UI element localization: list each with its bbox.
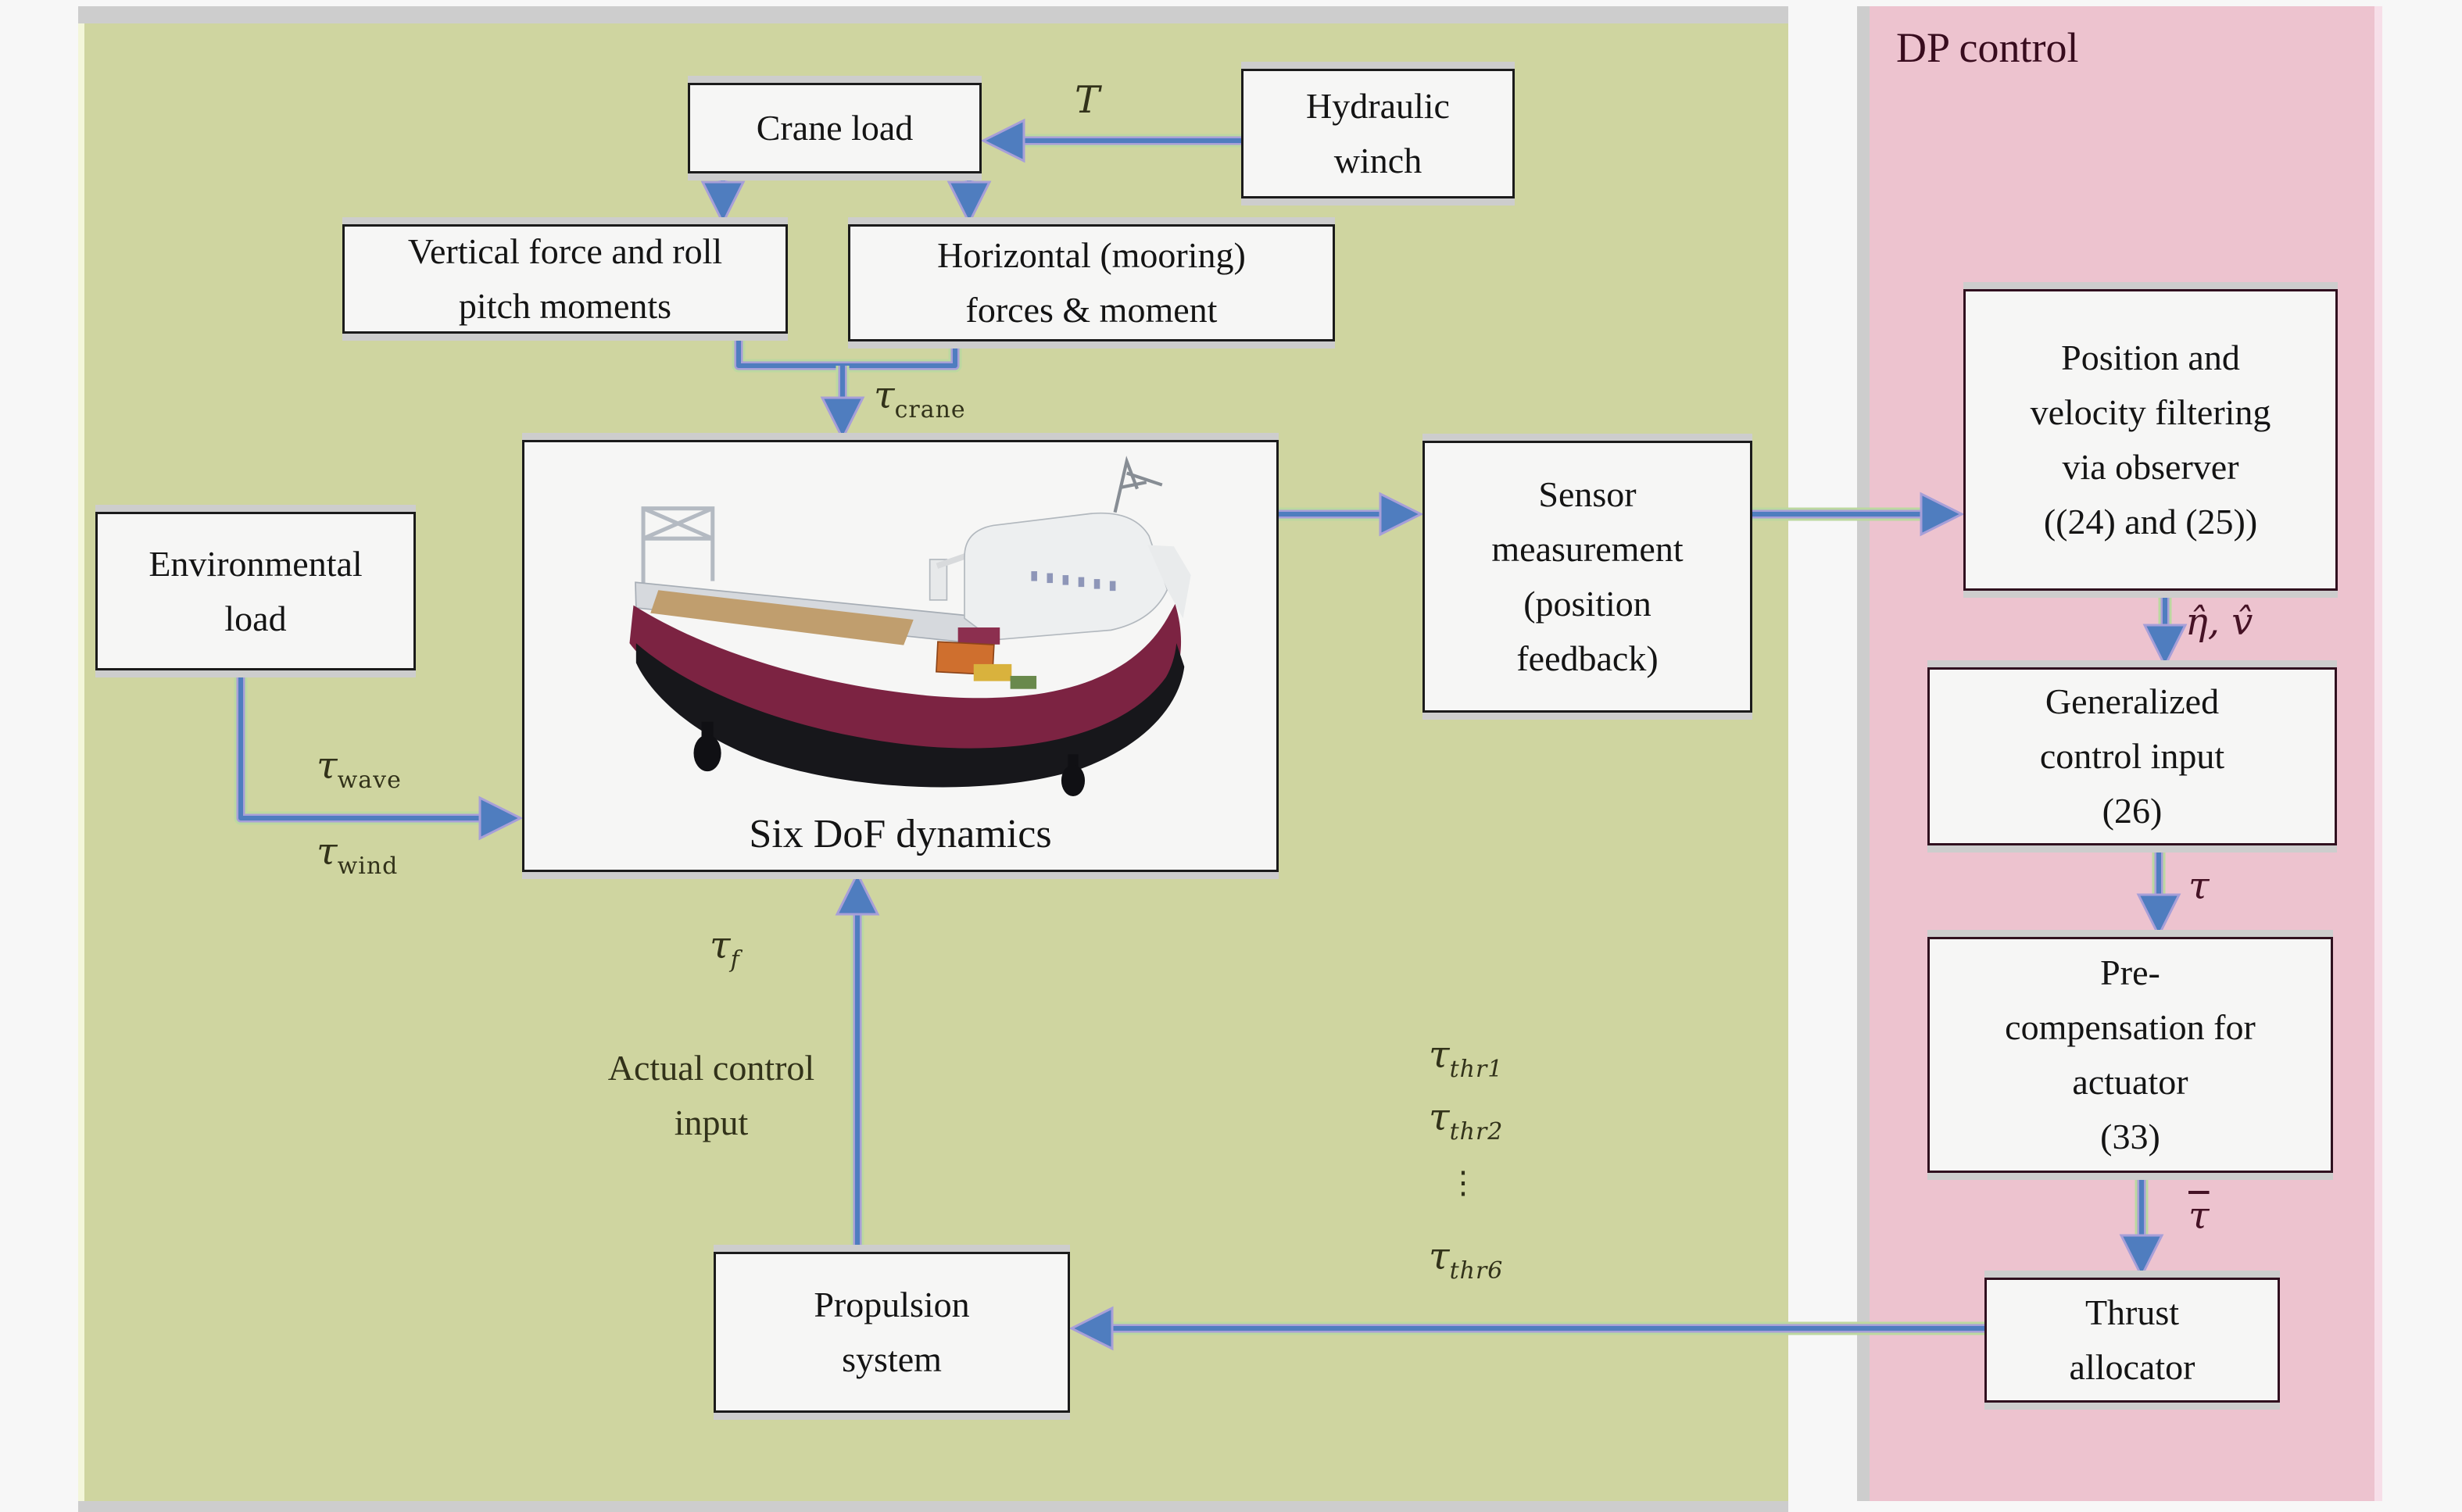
edge-label-actual-control-input: Actual control input — [607, 1048, 815, 1142]
block-crane-load-label: Crane load — [756, 108, 914, 148]
edge-label-vdots: ⋮ — [1447, 1165, 1479, 1201]
edge-label-tau-wind: τwind — [317, 830, 399, 880]
block-propulsion-system-label: Propulsion system — [814, 1285, 970, 1379]
block-hydraulic-winch: Hydraulic winch — [1241, 69, 1515, 198]
pink-panel-left-shadow — [1857, 6, 1870, 1501]
ship-cargo-icon — [936, 627, 1037, 689]
arrow-forces-to-sixdof — [732, 334, 962, 441]
block-position-filtering: Position and velocity filtering via obse… — [1963, 289, 2338, 591]
arrow-generalized-to-precomp — [2136, 845, 2181, 938]
edge-label-T: T — [1075, 78, 1100, 122]
ship-aframe-icon — [641, 506, 715, 584]
block-sensor-measurement-label: Sensor measurement (position feedback) — [1491, 474, 1684, 678]
ship-illustration — [572, 447, 1229, 804]
block-sensor-measurement: Sensor measurement (position feedback) — [1422, 441, 1752, 713]
block-position-filtering-label: Position and velocity filtering via obse… — [2030, 338, 2271, 542]
green-panel-bottom-shadow — [78, 1501, 1788, 1512]
edge-label-tau-wave: τwave — [317, 744, 402, 794]
block-six-dof-label: Six DoF dynamics — [749, 812, 1052, 856]
arrow-sixdof-to-sensor — [1279, 491, 1424, 537]
block-hydraulic-winch-label: Hydraulic winch — [1306, 86, 1450, 181]
block-vertical-force: Vertical force and roll pitch moments — [342, 224, 788, 334]
dp-control-title: DP control — [1896, 24, 2079, 71]
block-horizontal-mooring: Horizontal (mooring) forces & moment — [848, 224, 1335, 341]
block-generalized-control-label: Generalized control input (26) — [2039, 681, 2225, 831]
edge-label-tau-thr6: τthr6 — [1429, 1235, 1504, 1285]
edge-label-tau-crane: τcrane — [874, 374, 966, 424]
arrow-precomp-to-thrust — [2119, 1173, 2164, 1279]
arrow-environment-to-sixdof — [234, 670, 524, 841]
block-precompensation: Pre- compensation for actuator (33) — [1927, 937, 2333, 1173]
edge-label-eta-nu-hat: η̂, v̂ — [2185, 600, 2253, 644]
arrow-thrust-to-propulsion — [1068, 1306, 1984, 1351]
block-precompensation-label: Pre- compensation for actuator (33) — [2005, 953, 2256, 1156]
edge-label-tau-f: τf — [710, 924, 740, 974]
block-environmental-load: Environmental load — [95, 512, 416, 670]
arrow-observer-to-generalized — [2142, 591, 2188, 669]
block-thrust-allocator: Thrust allocator — [1984, 1278, 2280, 1403]
ship-thrusters-icon — [693, 721, 1086, 796]
green-panel-top-shadow — [78, 6, 1788, 23]
edge-label-tau-thr1: τthr1 — [1429, 1033, 1504, 1083]
edge-label-tau-bar: τ — [2188, 1194, 2210, 1238]
block-propulsion-system: Propulsion system — [714, 1252, 1070, 1413]
arrow-propulsion-to-sixdof — [835, 870, 880, 1252]
block-generalized-control: Generalized control input (26) — [1927, 667, 2337, 845]
block-horizontal-mooring-label: Horizontal (mooring) forces & moment — [937, 235, 1246, 330]
arrow-sensor-to-observer — [1752, 491, 1965, 537]
block-crane-load: Crane load — [688, 83, 982, 173]
arrow-crane-to-horizontal — [947, 178, 992, 226]
block-thrust-allocator-label: Thrust allocator — [2069, 1292, 2195, 1387]
edge-label-tau: τ — [2188, 864, 2210, 908]
block-vertical-force-label: Vertical force and roll pitch moments — [407, 231, 723, 326]
ship-windows-icon — [1031, 571, 1116, 592]
ship-mast-icon — [1113, 456, 1163, 513]
arrow-winch-to-crane — [980, 118, 1241, 163]
edge-label-tau-thr2: τthr2 — [1429, 1096, 1504, 1146]
arrow-crane-to-vertical — [700, 178, 746, 226]
block-six-dof-dynamics: Six DoF dynamics — [522, 440, 1279, 872]
block-environmental-load-label: Environmental load — [149, 543, 363, 638]
